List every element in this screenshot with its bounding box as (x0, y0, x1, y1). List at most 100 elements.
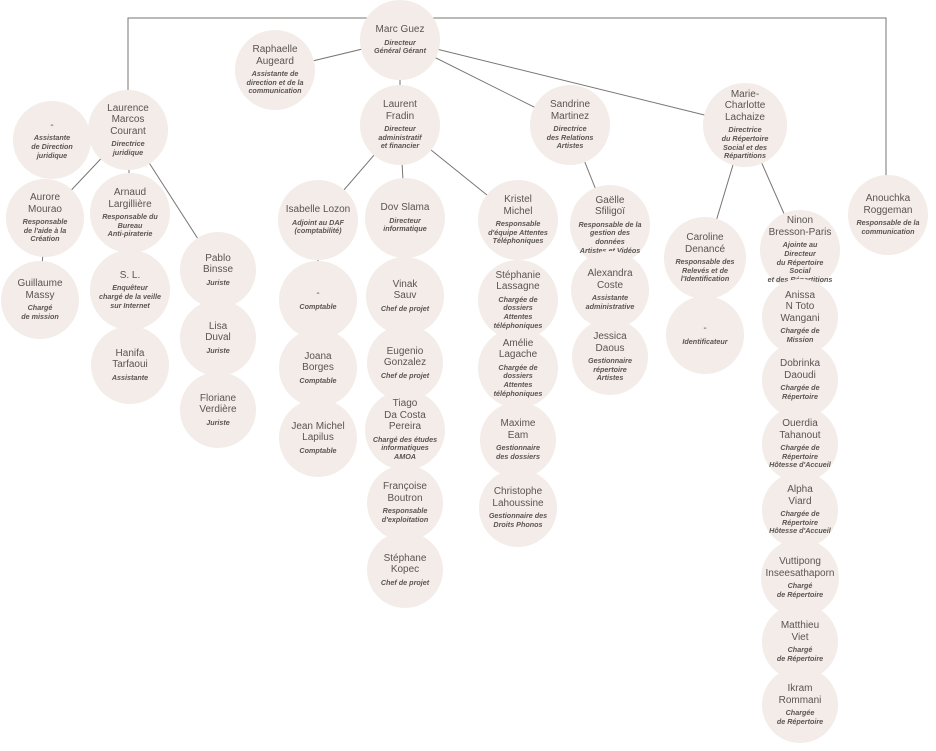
person-role: Juriste (206, 345, 230, 355)
person-name: Raphaelle Augeard (252, 44, 298, 67)
person-role: Responsable de la communication (856, 218, 920, 236)
person-name: Isabelle Lozon (285, 204, 351, 216)
person-role: Directeur informatique (383, 215, 427, 234)
person-name: Stéphane Kopec (383, 552, 427, 576)
person-name: Vinak Sauv (392, 278, 418, 302)
person-name: Laurence Marcos Courant (107, 102, 149, 137)
person-role: Chef de projet (380, 370, 430, 380)
person-name: Alpha Viard (787, 484, 813, 507)
person-name: Marie- Charlotte Lachaize (724, 88, 766, 123)
person-name: - (703, 323, 707, 335)
person-role: Adjoint au DAF (comptabilité) (292, 217, 344, 236)
person-node-identificateur: -Identificateur (666, 296, 744, 374)
person-node-sl: S. L. Enquêteur chargé de la veille sur I… (90, 250, 170, 330)
person-role: Gestionnaire des Droits Phonos (488, 511, 548, 529)
person-name: Lisa Duval (205, 320, 231, 344)
person-name: Françoise Boutron (383, 481, 427, 504)
person-name: Sandrine Martinez (549, 99, 591, 122)
person-name: Ninon Bresson-Paris (768, 215, 832, 238)
person-name: Guillaume Massy (17, 278, 63, 301)
person-role: Chargé de Répertoire (776, 645, 824, 663)
person-role: Chargée de Répertoire Hôtesse d'Accueil (769, 443, 831, 470)
person-role: Chargée de Répertoire (776, 708, 824, 726)
person-role: Directeur administratif et financier (378, 124, 422, 151)
person-role: Responsable du Bureau Anti-piraterie (102, 212, 158, 239)
person-role: Juriste (206, 417, 230, 427)
person-role: Enquêteur chargé de la veille sur Intern… (99, 283, 161, 310)
person-role: Responsable de l'aide à la Création (22, 217, 68, 244)
person-name: Arnaud Largillière (108, 187, 152, 210)
person-name: S. L. (119, 269, 141, 281)
person-name: Eugenio Gonzalez (383, 345, 427, 369)
person-name: Alexandra Coste (587, 268, 633, 291)
person-role: Responsable d'équipe Attentes Téléphoniq… (488, 219, 548, 246)
person-role: Comptable (299, 445, 337, 455)
person-name: Maxime Eam (500, 418, 536, 441)
person-name: Dobrinka Daoudi (779, 358, 821, 381)
person-role: Assistante (111, 372, 149, 382)
person-role: Comptable (299, 375, 337, 385)
person-role: Directrice des Relations Artistes (546, 124, 594, 151)
connector-guez-lachaize (399, 39, 746, 126)
person-role: Responsable d'exploitation (381, 506, 429, 524)
person-name: Floriane Verdière (199, 392, 237, 416)
person-role: Chargé des études informatiques AMOA (372, 434, 438, 462)
person-name: Marc Guez (375, 24, 425, 36)
person-role: Chargé de mission (21, 303, 59, 321)
person-role: Assistante de Direction juridique (31, 133, 73, 160)
person-role: Directrice juridique (111, 139, 145, 157)
person-role: Chef de projet (380, 303, 430, 313)
person-name: Anouchka Roggeman (863, 193, 913, 216)
person-role: Chargée de dossiers Attentes téléphoniqu… (493, 294, 543, 330)
person-name: Ouerdia Tahanout (779, 418, 821, 441)
person-name: Pablo Binsse (202, 252, 233, 276)
person-role: Chargée de dossiers Attentes téléphoniqu… (493, 362, 543, 398)
person-name: Hanifa Tarfaoui (112, 347, 148, 371)
person-name: Stéphanie Lassagne (495, 269, 541, 293)
person-name: Joana Borges (302, 350, 334, 374)
person-name: Amélie Lagache (498, 337, 538, 361)
person-role: Chargée de Répertoire Hôtesse d'Accueil (769, 509, 831, 536)
person-name: Anissa N Toto Wangani (780, 289, 820, 324)
person-name: Christophe Lahoussine (492, 486, 544, 509)
person-role: Directeur Général Gérant (374, 37, 426, 56)
person-name: Kristel Michel (503, 194, 533, 217)
person-name: Caroline Denancé (684, 232, 726, 255)
person-name: - (50, 119, 54, 131)
person-name: Aurore Mourao (28, 192, 62, 215)
person-role: Assistante administrative (585, 293, 635, 311)
person-role: Identificateur (682, 336, 728, 346)
person-role: Chef de projet (380, 577, 430, 587)
